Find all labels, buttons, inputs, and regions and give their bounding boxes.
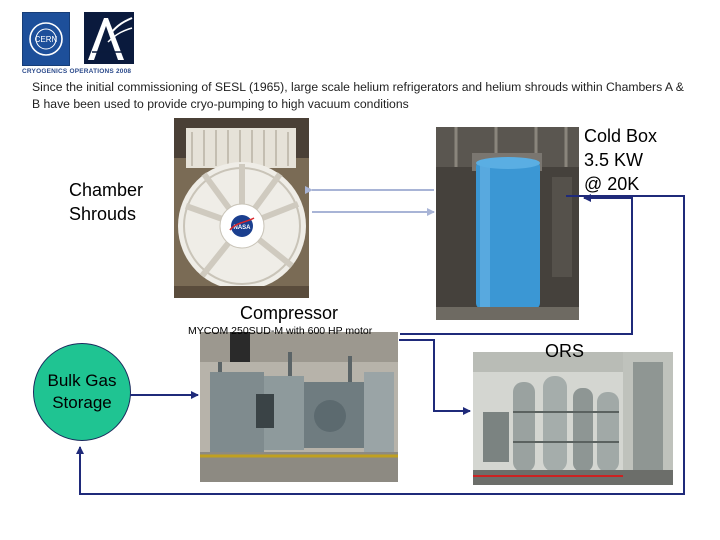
logo-caption: CRYOGENICS OPERATIONS 2008	[22, 68, 132, 75]
cold-box-line2: 3.5 KW	[584, 150, 644, 170]
compressor-to-coldbox-arrow	[400, 194, 633, 335]
cold-box-line3: @ 20K	[584, 174, 640, 194]
cold-box-line1: Cold Box	[584, 126, 658, 146]
compressor-photo	[200, 332, 398, 482]
cold-box-label: Cold Box 3.5 KW @ 20K	[584, 124, 657, 196]
cold-box-photo	[436, 127, 579, 320]
bulk-gas-label-line1: Bulk Gas	[47, 371, 117, 390]
ors-label: ORS	[545, 341, 585, 361]
ors-photo	[473, 352, 673, 485]
svg-text:CERN: CERN	[35, 35, 58, 44]
chamber-shrouds-line1: Chamber	[69, 180, 144, 200]
svg-text:NASA: NASA	[233, 225, 251, 231]
coldbox-to-bulkgas-arrow	[76, 195, 685, 495]
compressor-label: Compressor	[240, 303, 339, 323]
chamber-shrouds-label: Chamber Shrouds	[69, 178, 143, 226]
bulk-gas-storage-node: Bulk Gas Storage	[33, 343, 131, 441]
compressor-to-ors-arrow	[399, 339, 471, 415]
chamber-photo: NASA	[174, 118, 309, 298]
cern-logo: CERN	[22, 12, 70, 66]
chamber-shrouds-line2: Shrouds	[69, 204, 137, 224]
bulk-gas-label-line2: Storage	[52, 393, 112, 412]
intro-text: Since the initial commissioning of SESL …	[32, 80, 684, 111]
coldbox-chamber-arrow	[305, 186, 435, 216]
nasa-logo: NASA	[229, 215, 255, 237]
compressor-spec-label: MYCOM 250SUD-M with 600 HP motor	[188, 325, 373, 337]
cryogenics-logo	[84, 12, 134, 64]
